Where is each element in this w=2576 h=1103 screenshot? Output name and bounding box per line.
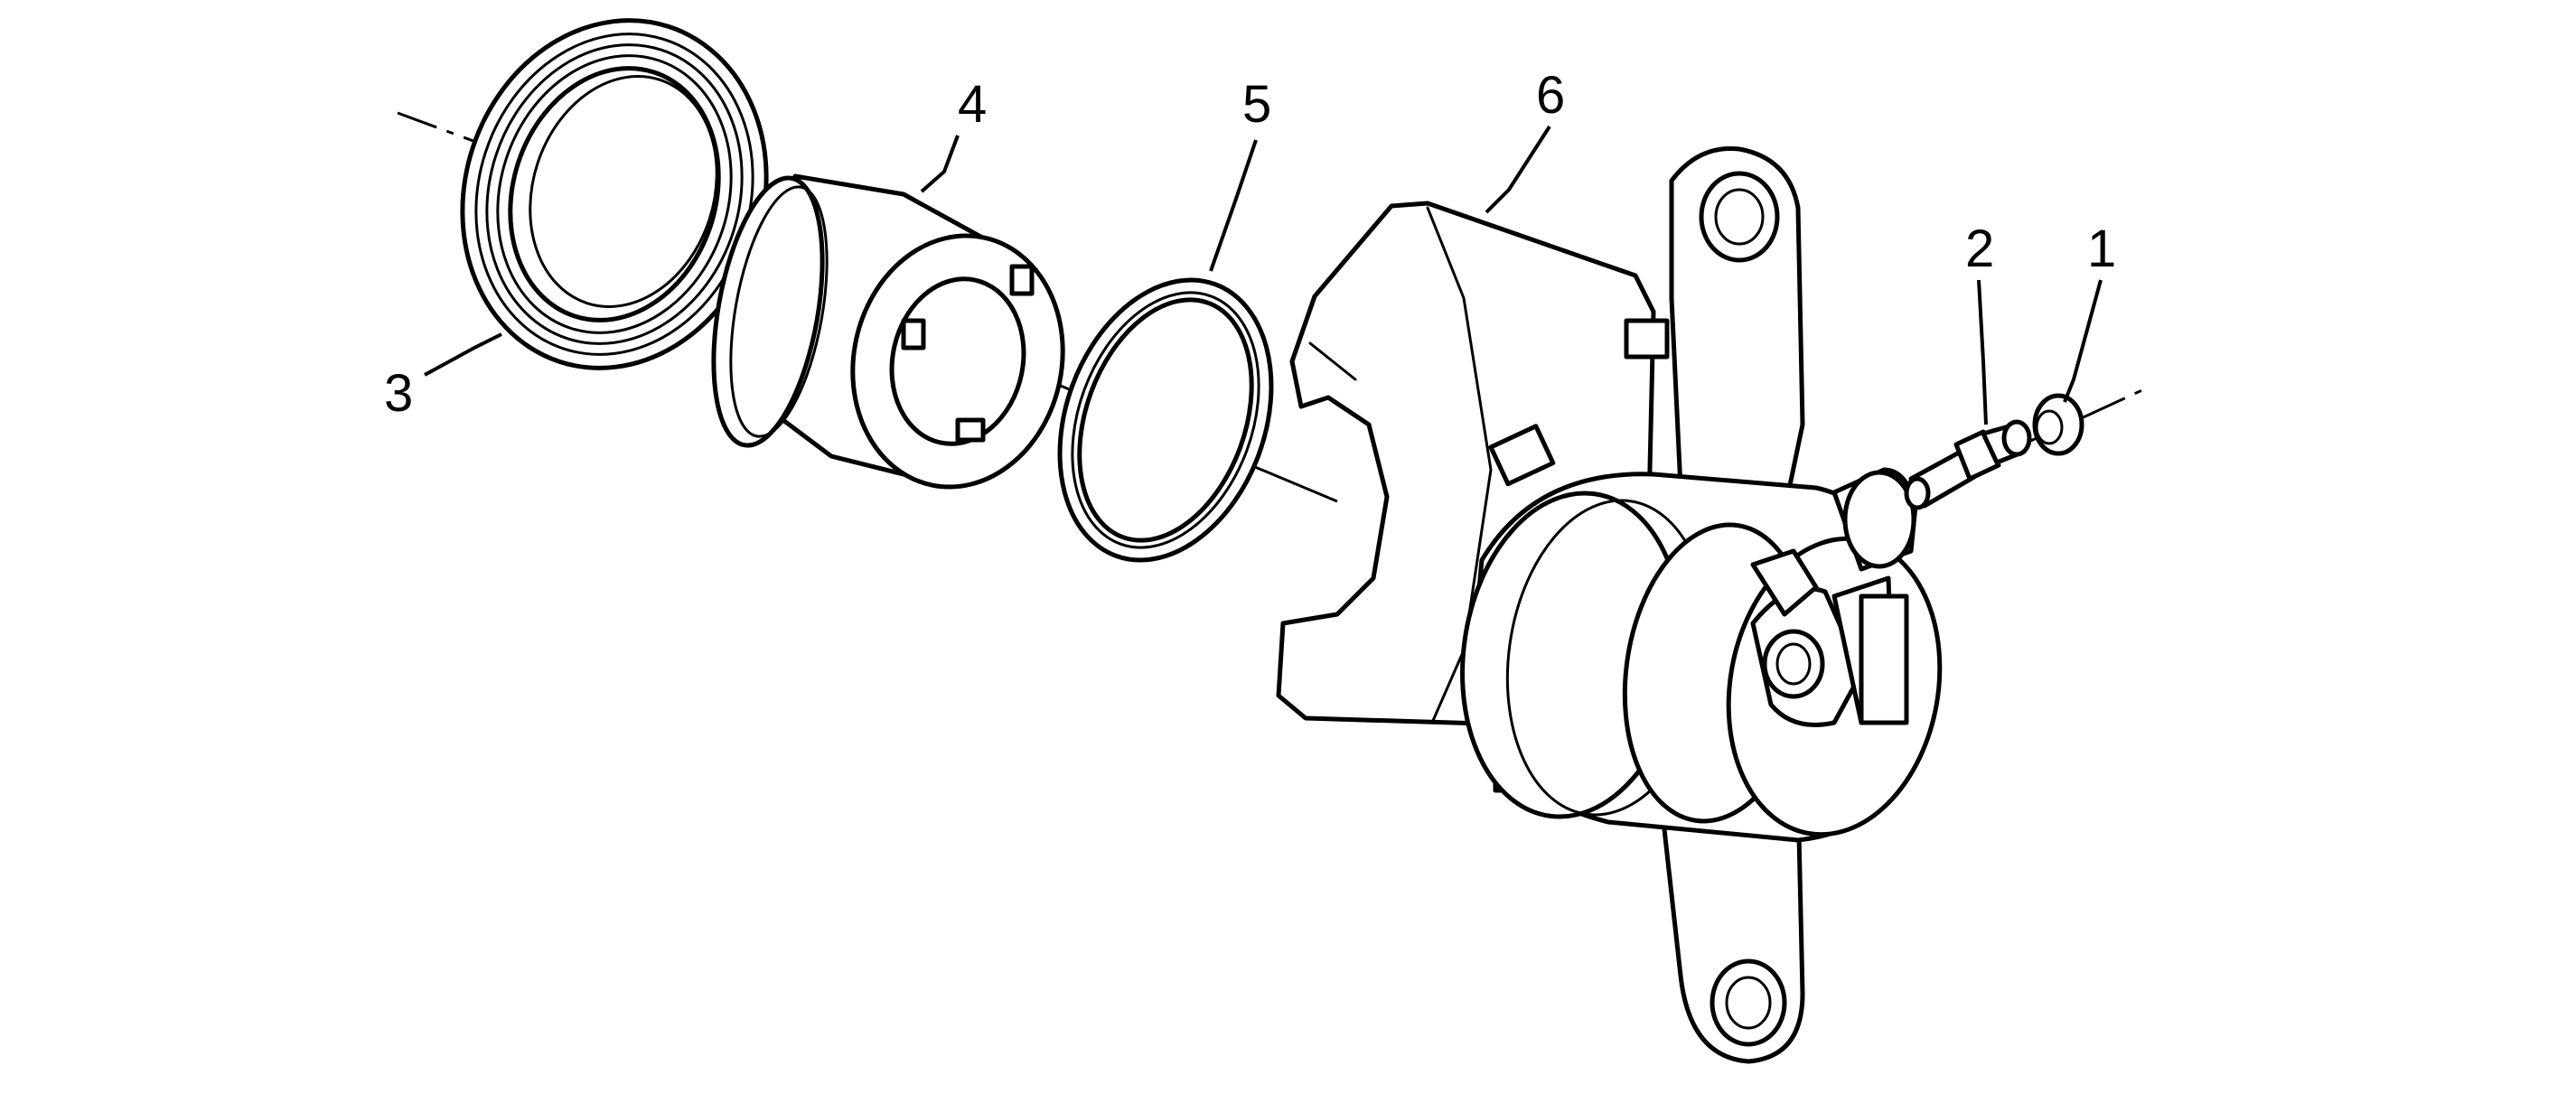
callout-6: 6 (1536, 66, 1565, 125)
part-6-caliper-housing (1276, 145, 1943, 1064)
part-2-bleeder-valve (1904, 419, 2032, 510)
part-4-piston (711, 173, 1065, 490)
leader-line-2 (1977, 279, 1988, 425)
callout-3: 3 (384, 364, 413, 423)
callout-1: 1 (2087, 220, 2116, 278)
callout-2: 2 (1965, 220, 1994, 278)
leader-line-3 (424, 332, 502, 377)
leader-line-1 (2063, 279, 2103, 403)
part-1-bleeder-cap (2032, 393, 2084, 456)
leader-line-6 (1485, 125, 1551, 214)
center-axis-right-dashed (2086, 387, 2147, 417)
part-5-piston-seal (1057, 277, 1274, 563)
callout-4: 4 (958, 75, 987, 134)
leader-line-5 (1209, 139, 1258, 272)
leader-line-4 (920, 135, 960, 193)
callout-5: 5 (1242, 75, 1271, 134)
